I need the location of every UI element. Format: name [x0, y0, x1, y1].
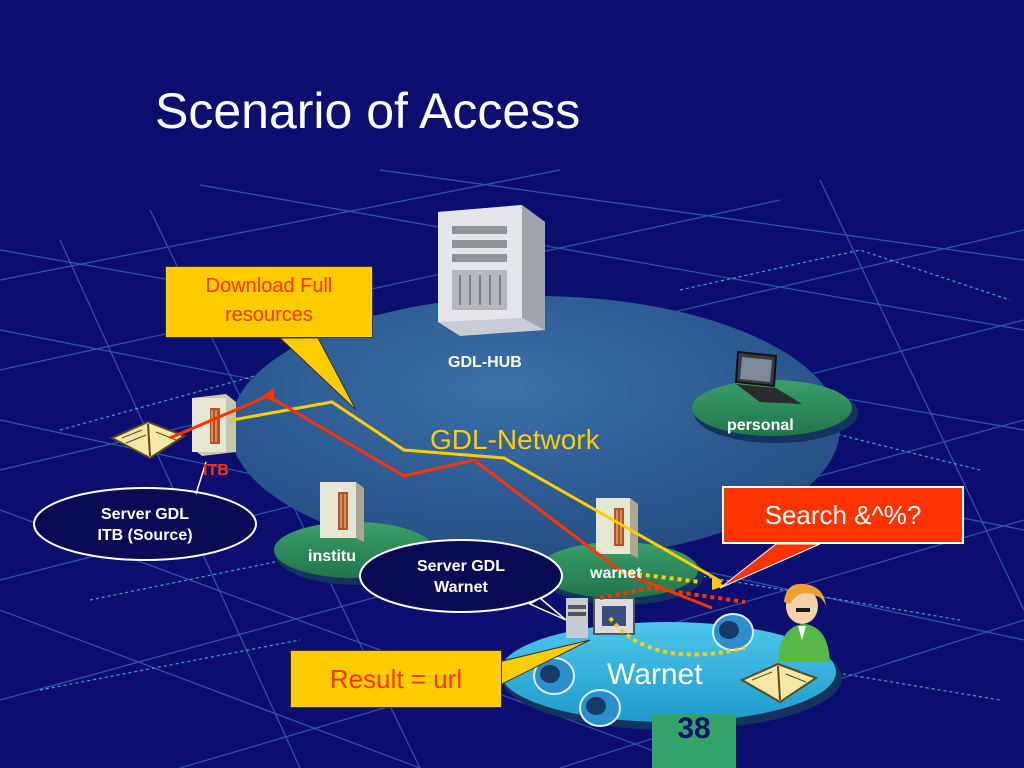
search-callout: Search &^%?	[722, 486, 964, 544]
result-callout: Result = url	[290, 650, 502, 708]
server-warnet-bubble-text: Server GDL Warnet	[361, 556, 561, 598]
personal-label: personal	[727, 417, 794, 434]
warnet-node-label: warnet	[590, 565, 642, 582]
warnet-monitor-icon	[593, 597, 635, 635]
search-path-line	[169, 394, 713, 610]
warnet-server-tower-icon	[566, 598, 588, 638]
imac-icon-2	[533, 657, 575, 695]
itb-book-icon	[109, 420, 187, 460]
download-path-line	[231, 400, 723, 584]
server-warnet-line2: Warnet	[434, 579, 488, 596]
gdl-hub-server-icon	[438, 205, 545, 336]
server-warnet-bubble	[359, 539, 563, 613]
user-person-icon	[778, 583, 830, 662]
arrowhead-right	[712, 576, 724, 590]
warnet-book-icon	[739, 662, 819, 704]
institution-server-icon	[320, 482, 364, 542]
gdl-network-label: GDL-Network	[430, 424, 600, 455]
server-itb-bubble-text: Server GDL ITB (Source)	[40, 504, 250, 546]
institution-label: institu	[308, 548, 356, 565]
page-number: 38	[677, 712, 711, 745]
personal-platform	[692, 380, 852, 436]
slide-title: Scenario of Access	[155, 83, 581, 139]
query-dotted-line	[599, 585, 746, 604]
download-callout-line2: resources	[225, 304, 313, 326]
server-itb-line1: Server GDL	[100, 506, 190, 523]
itb-server-icon	[192, 394, 236, 456]
gdl-network-ellipse	[230, 296, 840, 560]
download-callout-line1: Download Full	[205, 275, 333, 297]
server-warnet-line1: Server GDL	[416, 558, 506, 575]
imac-icon-1	[712, 613, 754, 651]
query-dotted-line-2	[621, 570, 701, 584]
search-callout-tail	[719, 543, 821, 589]
server-itb-bubble	[33, 487, 257, 561]
laptop-icon	[734, 350, 802, 404]
server-itb-line2: ITB (Source)	[97, 527, 193, 544]
gdl-hub-label: GDL-HUB	[448, 354, 522, 371]
arrowhead-left	[262, 388, 274, 402]
download-callout: Download Full resources	[165, 266, 373, 338]
page-number-box	[652, 714, 736, 768]
result-dotted-arc	[608, 616, 746, 657]
warnet-zone-label: Warnet	[607, 658, 703, 691]
itb-label: ITB	[203, 462, 229, 479]
warnet-server-icon	[596, 498, 638, 558]
download-callout-tail	[278, 337, 357, 411]
imac-icon-3	[579, 689, 621, 727]
